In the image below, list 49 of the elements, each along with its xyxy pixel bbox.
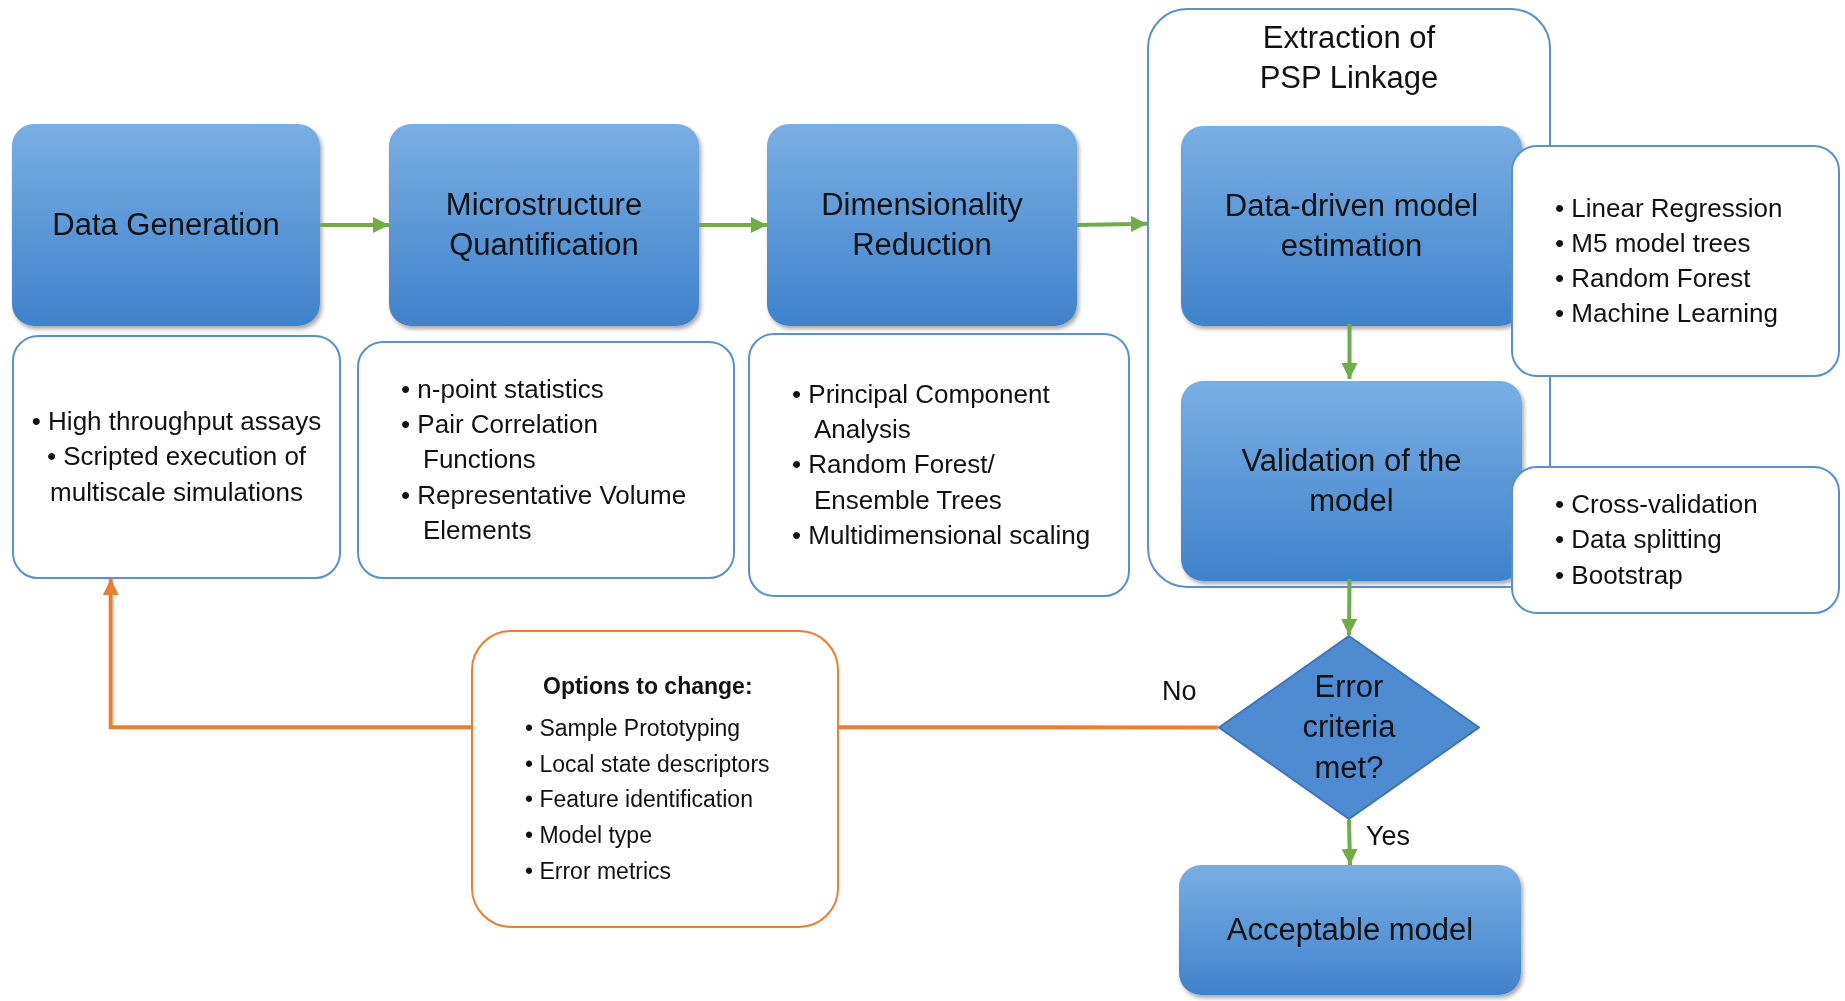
list-item: • Data splitting (1555, 523, 1723, 557)
box-label: Acceptable model (1226, 910, 1474, 949)
box-label: Data-driven model estimation (1223, 186, 1480, 265)
list-item: • M5 model trees (1555, 226, 1752, 260)
list-item: • Scripted execution of multiscale simulations (45, 440, 308, 509)
box-label: Validation of the model (1240, 441, 1463, 520)
process-box (1181, 126, 1522, 326)
list-item: • Cross-validation (1555, 488, 1759, 522)
group-container (1147, 8, 1551, 588)
arrow (320, 217, 389, 233)
bullet-list-box (1511, 145, 1840, 377)
list-item: • Feature identification (525, 785, 754, 815)
list-item: • Random Forest (1555, 262, 1752, 295)
list-item: • High throughput assays (30, 405, 323, 439)
arrow (699, 217, 767, 233)
list-item: • Pair Correlation Functions (401, 408, 599, 477)
arrow (1341, 819, 1358, 866)
box-label: Dimensionality Reduction (820, 185, 1024, 264)
bullet-list-box (12, 335, 341, 579)
list-item: • n-point statistics (401, 373, 605, 407)
options-box (471, 630, 839, 928)
box-label: Data Generation (52, 205, 280, 244)
list-item: • Model type (525, 821, 653, 851)
arrow (102, 579, 471, 730)
arrow (1341, 324, 1358, 379)
process-box (767, 124, 1077, 326)
list-item: • Multidimensional scaling (792, 518, 1092, 552)
list-item: • Principal Component Analysis (792, 378, 1051, 447)
arrow (1076, 216, 1148, 233)
list-item: • Linear Regression (1555, 191, 1784, 225)
arrow (1341, 578, 1358, 636)
process-box (1179, 865, 1521, 995)
list-item: • Bootstrap (1555, 558, 1684, 592)
list-item: • Error metrics (525, 856, 673, 886)
box-label: Microstructure Quantification (444, 185, 644, 264)
process-box (389, 124, 699, 326)
list-item: • Sample Prototyping (525, 714, 742, 744)
bullet-list-box (357, 341, 735, 579)
bullet-list-box (1511, 466, 1840, 614)
diamond-label: Error criteria met? (1301, 668, 1397, 787)
bullet-list-box (748, 333, 1130, 597)
group-heading: Extraction of PSP Linkage (1258, 19, 1440, 98)
list-item: • Representative Volume Elements (401, 478, 688, 547)
list-heading: Options to change: (542, 671, 754, 701)
list-item: • Machine Learning (1555, 297, 1780, 331)
process-box (12, 124, 320, 326)
list-item: • Local state descriptors (525, 749, 771, 779)
list-item: • Random Forest/ Ensemble Trees (792, 448, 1003, 517)
process-box (1181, 381, 1522, 581)
